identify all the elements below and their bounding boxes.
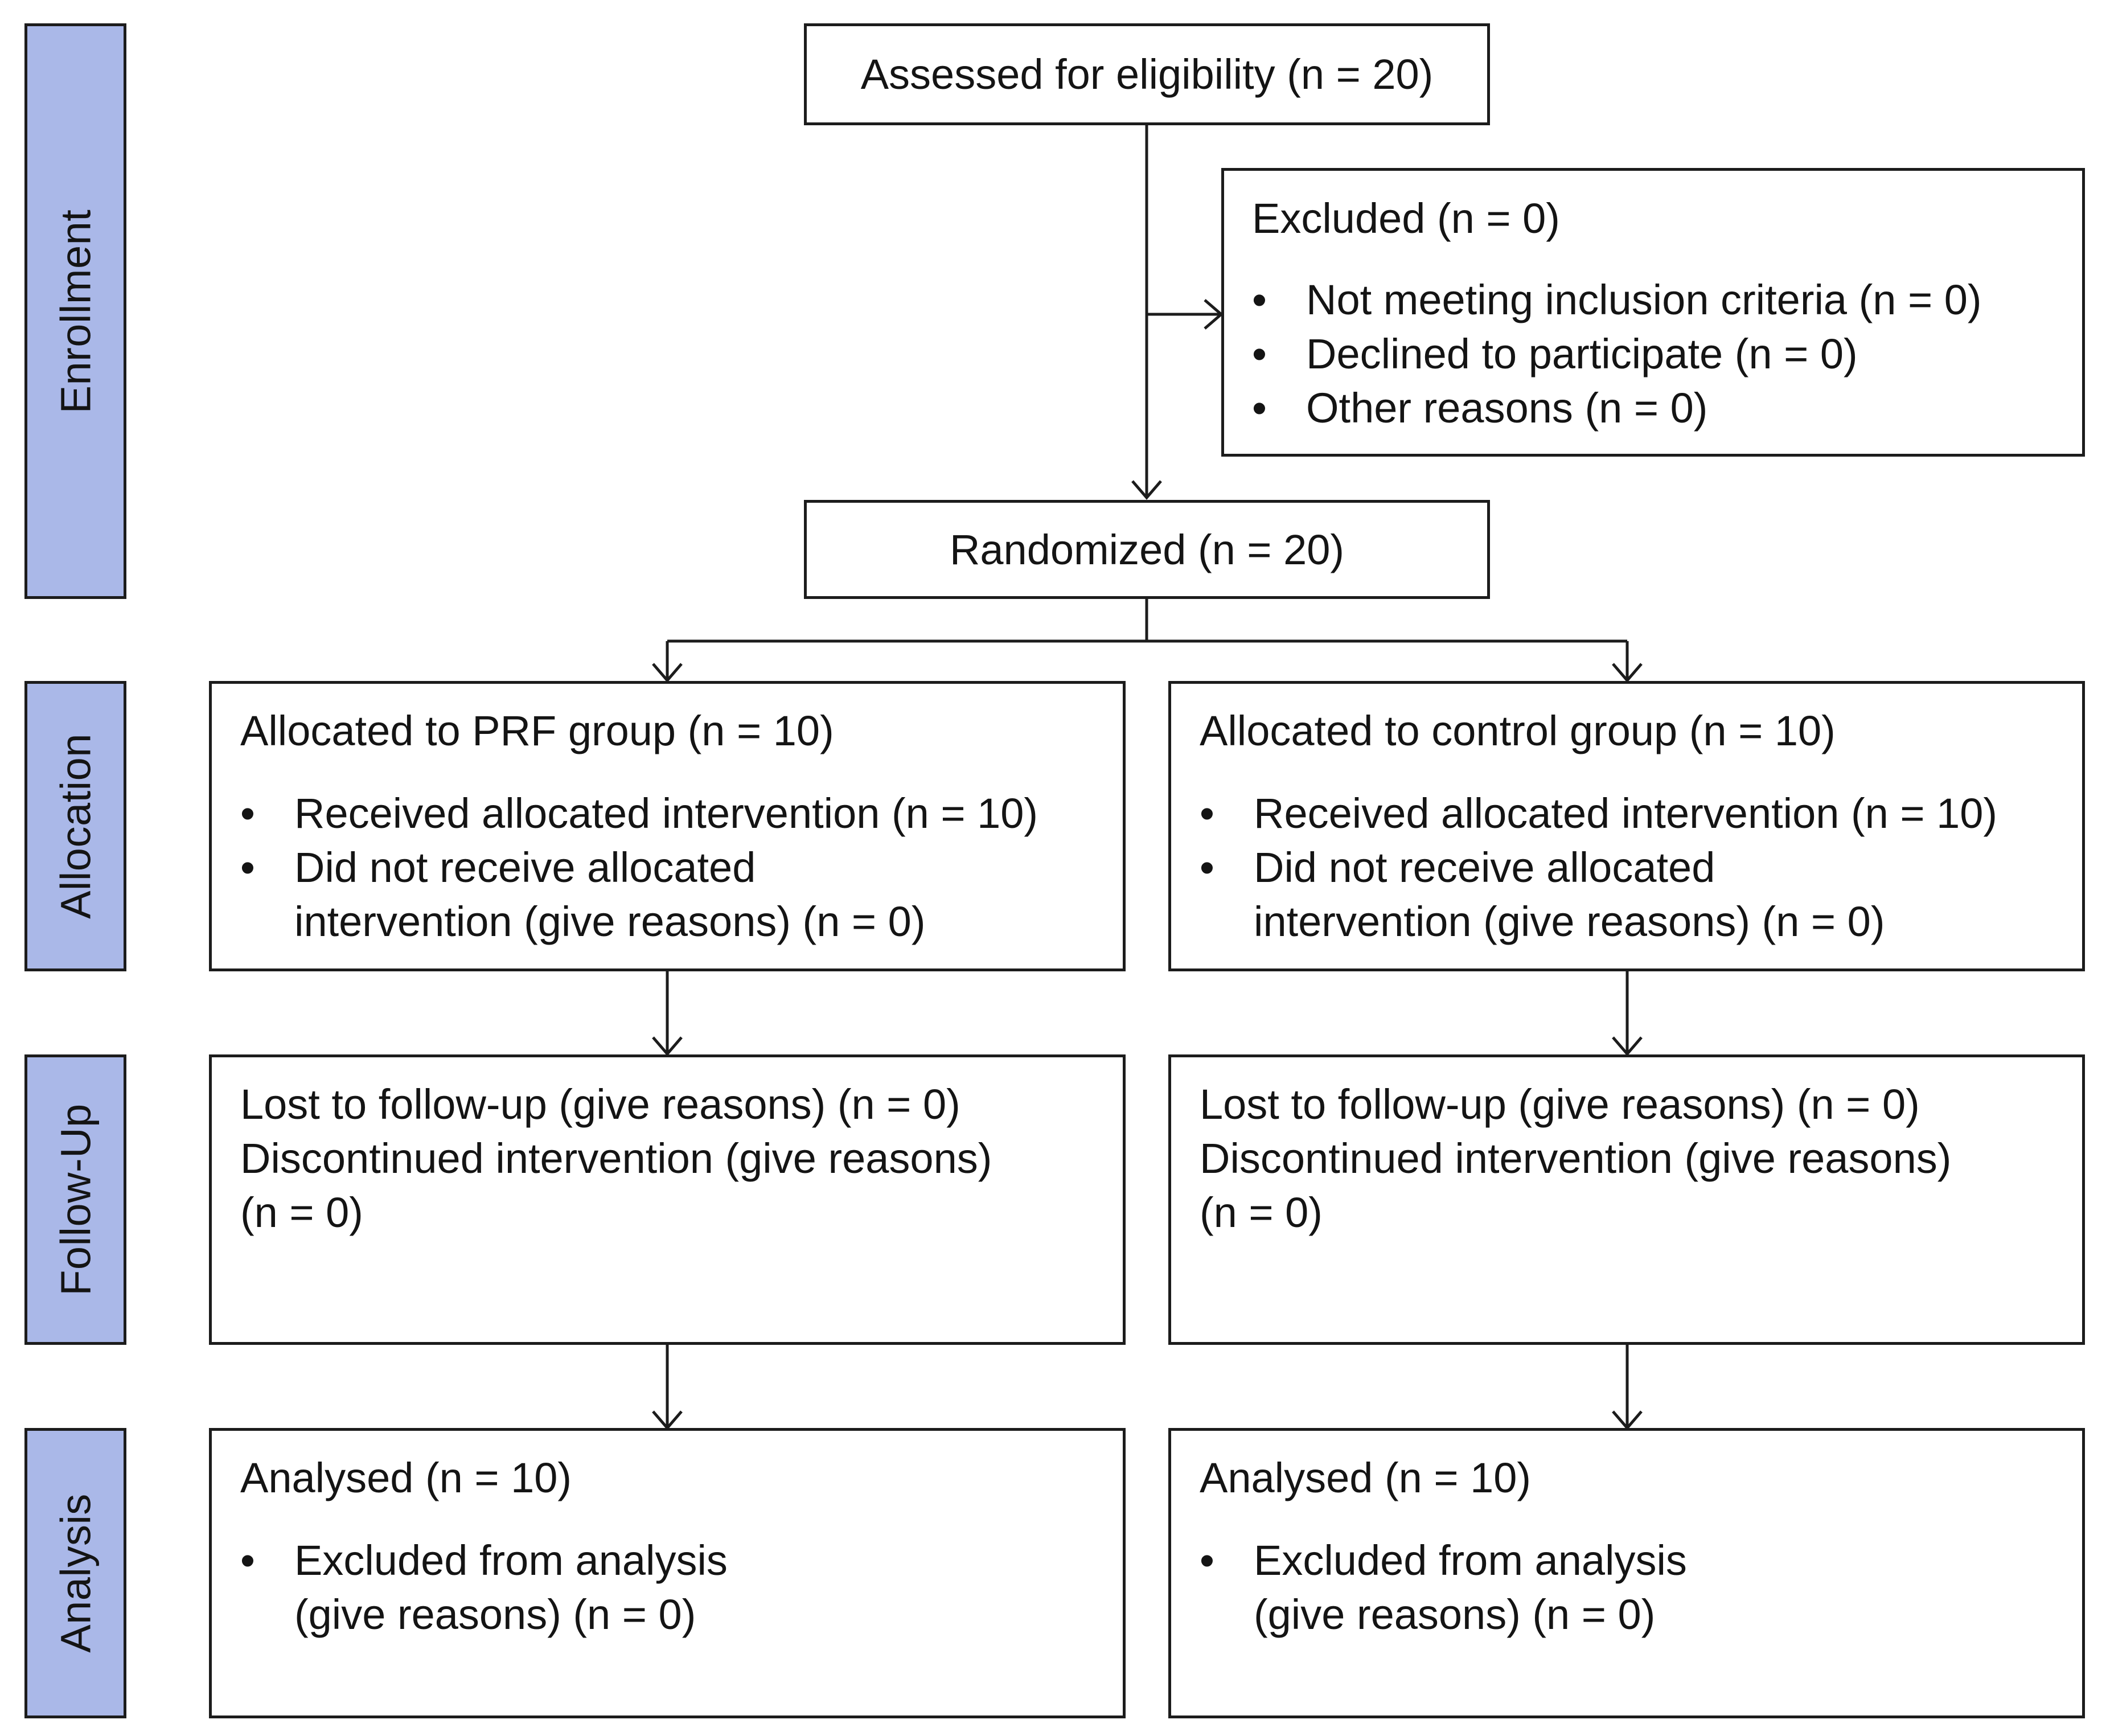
stage-label-enrollment: Enrollment bbox=[52, 209, 99, 413]
stage-label-follow-up: Follow-Up bbox=[52, 1103, 99, 1296]
randomized-text: Randomized (n = 20) bbox=[949, 526, 1345, 573]
follow-up-control-discontinued: Discontinued intervention (give reasons) bbox=[1200, 1135, 1952, 1182]
follow-up-prf-discontinued: Discontinued intervention (give reasons) bbox=[240, 1135, 992, 1182]
allocation-prf-list: •Received allocated intervention (n = 10… bbox=[240, 786, 1123, 949]
list-item: •Excluded from analysis(give reasons) (n… bbox=[240, 1533, 1123, 1641]
follow-up-control-box: Lost to follow-up (give reasons) (n = 0)… bbox=[1168, 1054, 2085, 1345]
randomized-box: Randomized (n = 20) bbox=[804, 500, 1490, 599]
follow-up-control-lost: Lost to follow-up (give reasons) (n = 0) bbox=[1200, 1081, 1920, 1128]
list-item: •Received allocated intervention (n = 10… bbox=[240, 786, 1123, 840]
bullet-icon: • bbox=[1200, 844, 1214, 891]
allocation-control-box: Allocated to control group (n = 10) •Rec… bbox=[1168, 681, 2085, 971]
arrowhead-follow-prf bbox=[652, 1036, 683, 1056]
bullet-icon: • bbox=[240, 1537, 255, 1584]
excluded-list: •Not meeting inclusion criteria (n = 0) … bbox=[1252, 273, 2082, 435]
assessed-text: Assessed for eligibility (n = 20) bbox=[860, 51, 1434, 98]
analysis-prf-box: Analysed (n = 10) •Excluded from analysi… bbox=[209, 1428, 1126, 1718]
follow-up-control-count: (n = 0) bbox=[1200, 1189, 1323, 1236]
follow-up-prf-count: (n = 0) bbox=[240, 1189, 363, 1236]
list-item: •Not meeting inclusion criteria (n = 0) bbox=[1252, 273, 2082, 327]
arrowhead-follow-control bbox=[1612, 1036, 1643, 1056]
follow-up-prf-lost: Lost to follow-up (give reasons) (n = 0) bbox=[240, 1081, 960, 1128]
stage-label-allocation: Allocation bbox=[52, 733, 99, 919]
arrowhead-randomized bbox=[1131, 480, 1162, 500]
stage-allocation: Allocation bbox=[24, 681, 126, 971]
bullet-icon: • bbox=[1200, 790, 1214, 837]
allocation-prf-box: Allocated to PRF group (n = 10) •Receive… bbox=[209, 681, 1126, 971]
arrowhead-alloc-prf bbox=[652, 663, 683, 683]
allocation-control-list: •Received allocated intervention (n = 10… bbox=[1200, 786, 2082, 949]
bullet-icon: • bbox=[240, 790, 255, 837]
allocation-prf-title: Allocated to PRF group (n = 10) bbox=[240, 707, 834, 754]
analysis-prf-list: •Excluded from analysis(give reasons) (n… bbox=[240, 1533, 1123, 1641]
bullet-icon: • bbox=[1252, 330, 1267, 377]
assessed-box: Assessed for eligibility (n = 20) bbox=[804, 23, 1490, 125]
list-item: •Declined to participate (n = 0) bbox=[1252, 327, 2082, 381]
excluded-box: Excluded (n = 0) •Not meeting inclusion … bbox=[1221, 168, 2085, 457]
bullet-icon: • bbox=[1252, 384, 1267, 432]
bullet-icon: • bbox=[1252, 276, 1267, 323]
arrowhead-alloc-control bbox=[1612, 663, 1643, 683]
analysis-control-list: •Excluded from analysis(give reasons) (n… bbox=[1200, 1533, 2082, 1641]
bullet-icon: • bbox=[240, 844, 255, 891]
bullet-icon: • bbox=[1200, 1537, 1214, 1584]
stage-follow-up: Follow-Up bbox=[24, 1054, 126, 1345]
list-item: •Received allocated intervention (n = 10… bbox=[1200, 786, 2082, 840]
analysis-control-title: Analysed (n = 10) bbox=[1200, 1454, 1532, 1501]
allocation-control-title: Allocated to control group (n = 10) bbox=[1200, 707, 1836, 754]
list-item: •Excluded from analysis(give reasons) (n… bbox=[1200, 1533, 2082, 1641]
stage-analysis: Analysis bbox=[24, 1428, 126, 1718]
analysis-control-box: Analysed (n = 10) •Excluded from analysi… bbox=[1168, 1428, 2085, 1718]
follow-up-prf-box: Lost to follow-up (give reasons) (n = 0)… bbox=[209, 1054, 1126, 1345]
list-item: •Other reasons (n = 0) bbox=[1252, 381, 2082, 435]
excluded-title: Excluded (n = 0) bbox=[1252, 195, 1560, 242]
stage-label-analysis: Analysis bbox=[52, 1493, 99, 1653]
stage-enrollment: Enrollment bbox=[24, 23, 126, 599]
analysis-prf-title: Analysed (n = 10) bbox=[240, 1454, 572, 1501]
